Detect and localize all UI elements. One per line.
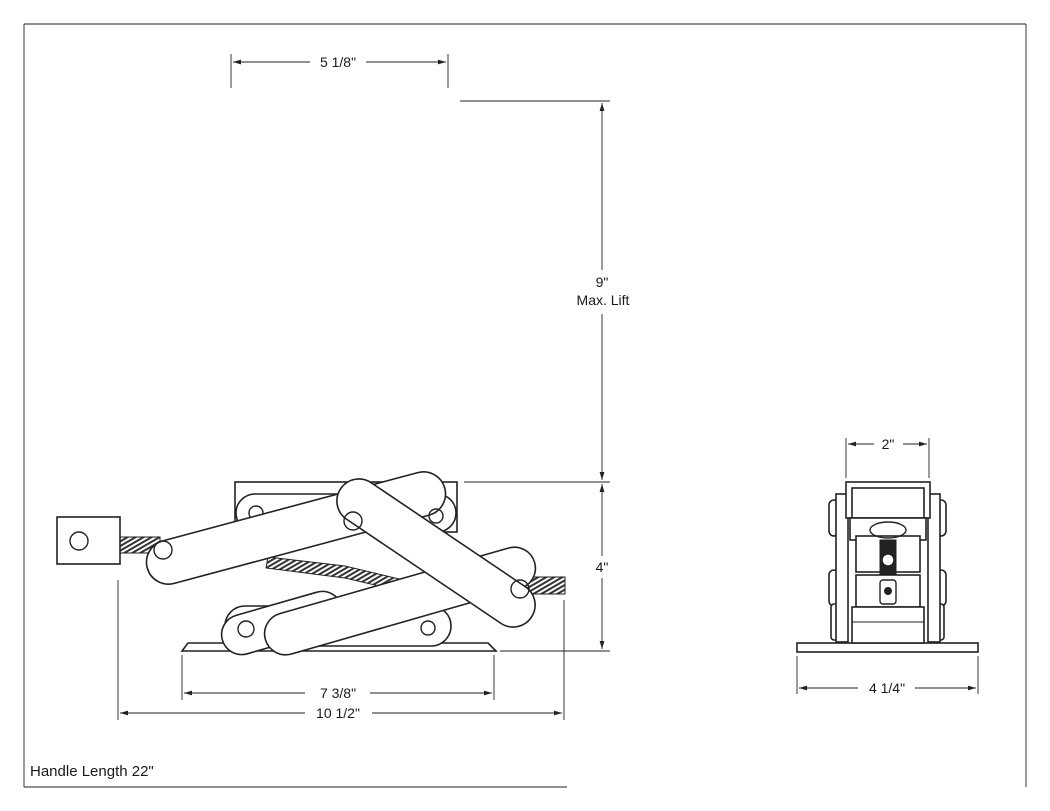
end-base-plate [796,642,979,653]
dimension-max-lift: 9" Max. Lift [460,100,630,480]
end-saddle-inner [851,487,925,519]
dimension-end-top-width: 2" [845,436,930,478]
handle-length-note: Handle Length 22" [30,763,154,780]
top-width-label: 5 1/8" [320,54,356,70]
jack-side-view [56,471,566,656]
dimension-collapsed-height: 4" [464,481,610,652]
handle-block [56,516,121,565]
end-link-plates [849,517,927,644]
dimension-base-length: 7 3/8" [181,655,495,701]
jack-end-view [796,481,979,653]
dimension-top-width: 5 1/8" [230,54,449,88]
end-side-plate-left [835,493,849,643]
collapsed-height-label: 4" [596,559,609,575]
sheet-border [23,23,1027,788]
dimension-end-base-width: 4 1/4" [796,656,979,696]
link-cross [336,478,536,628]
base-length-label: 7 3/8" [320,685,356,701]
end-base-width-label: 4 1/4" [869,680,905,696]
max-lift-label: Max. Lift [577,292,630,308]
overall-length-label: 10 1/2" [316,705,360,721]
end-top-width-label: 2" [882,436,895,452]
end-side-plate-right [927,493,941,643]
dimension-overall-length: 10 1/2" [117,580,565,721]
max-lift-value: 9" [596,274,609,290]
end-screw [869,521,907,605]
